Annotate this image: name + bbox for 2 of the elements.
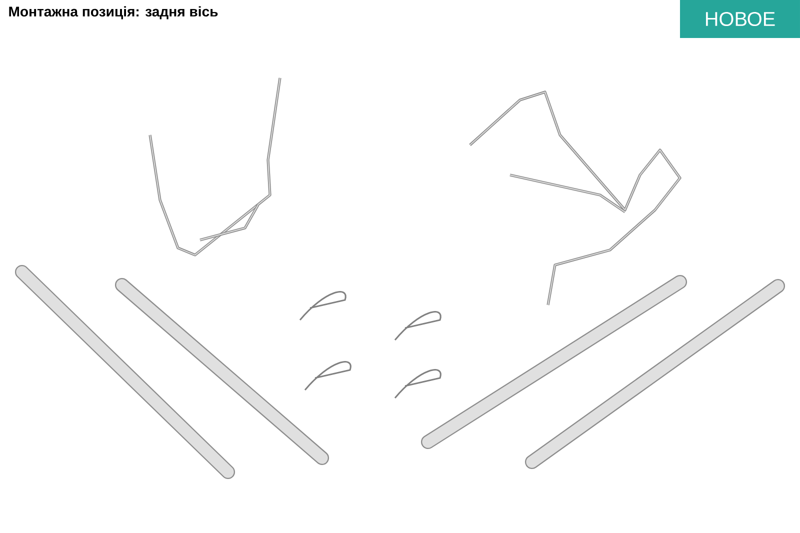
info-text: Монтажна позиція: задня вісь <box>9 6 218 20</box>
new-badge: НОВОЕ <box>680 0 800 38</box>
